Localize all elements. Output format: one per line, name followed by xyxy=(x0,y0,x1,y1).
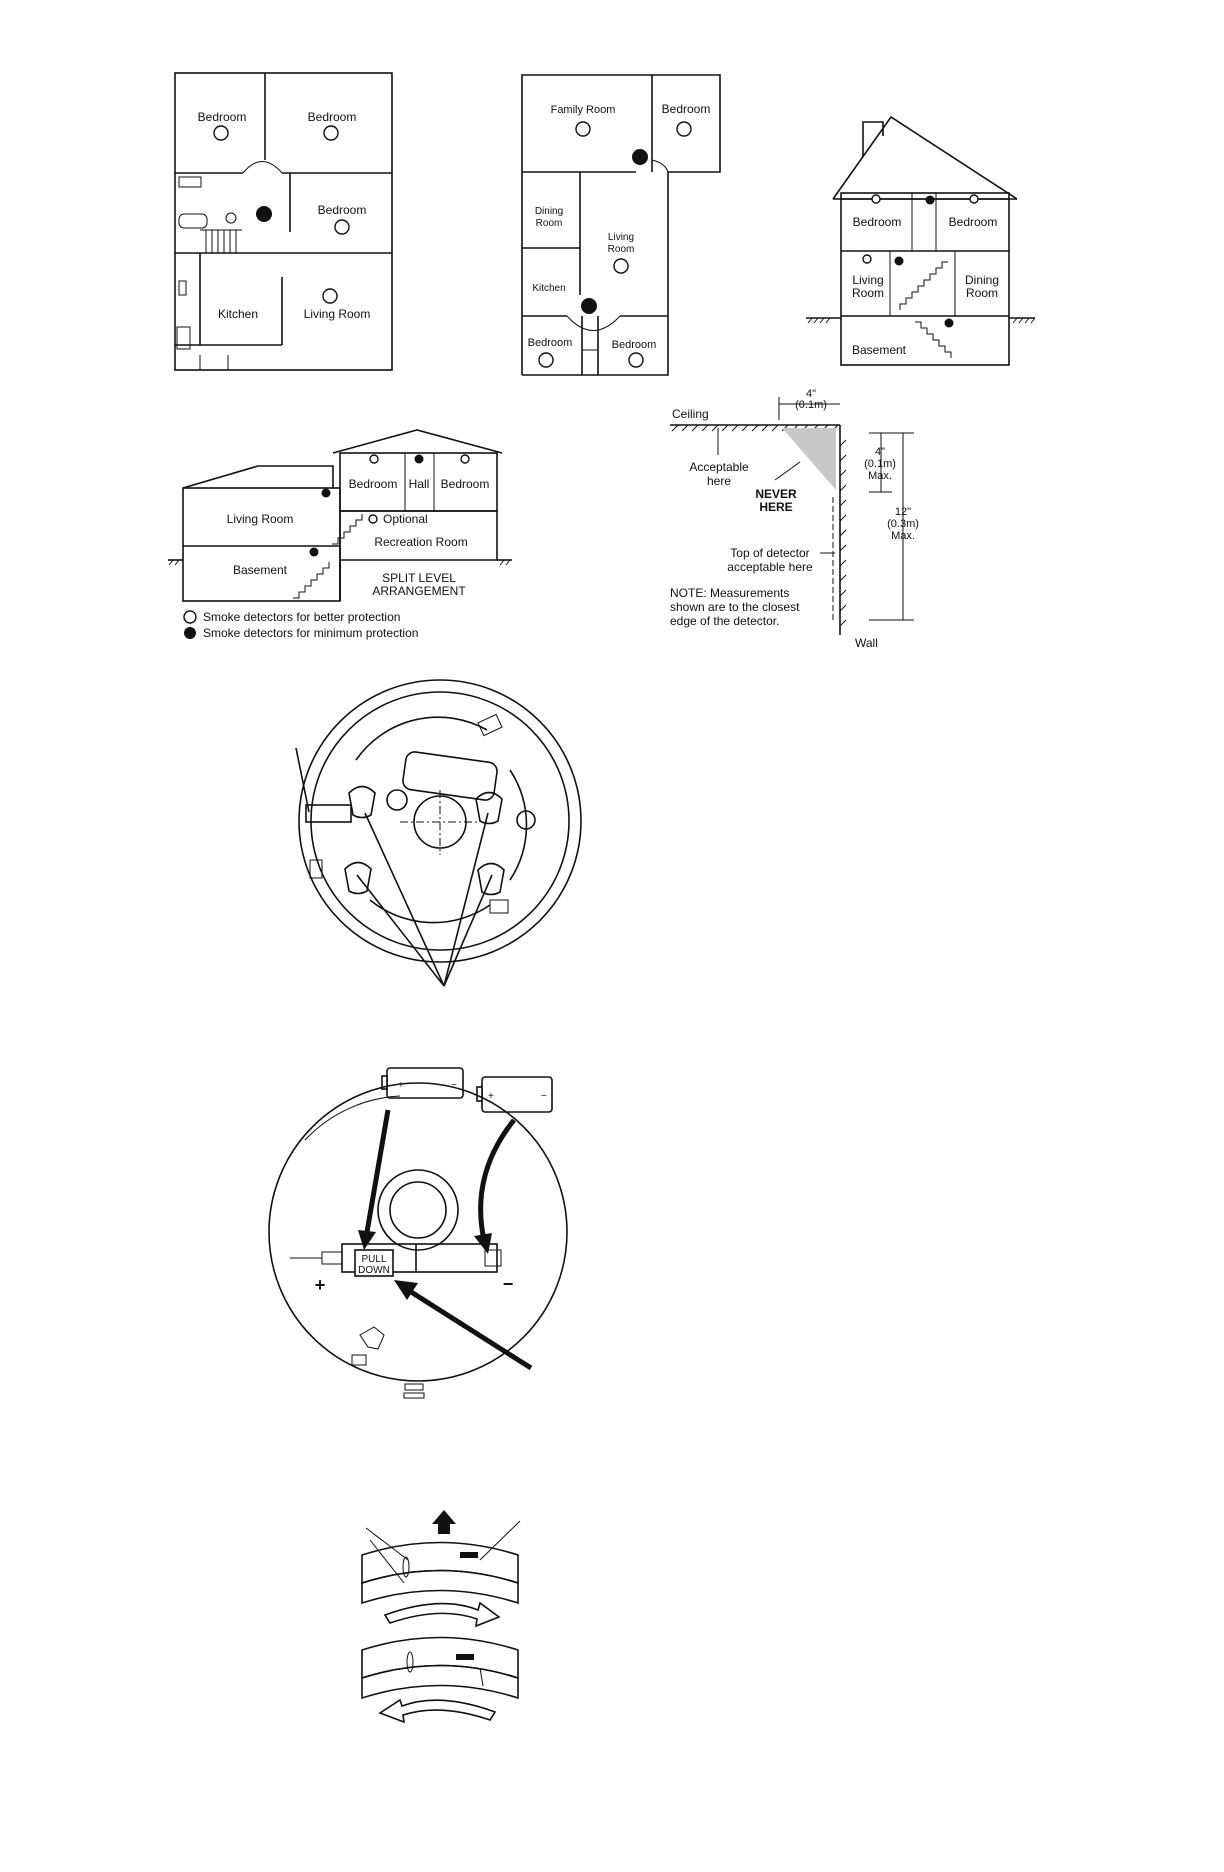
floor-plan-one-story: Bedroom Bedroom Bedroom Kitchen Living R… xyxy=(174,72,393,371)
placement-acceptable-line2: here xyxy=(707,474,731,488)
plan2-kitchen-label: Kitchen xyxy=(532,283,565,294)
split-hall-label: Hall xyxy=(409,477,430,491)
svg-text:−: − xyxy=(541,1091,547,1102)
plan1-living-room-label: Living Room xyxy=(304,307,371,321)
better-protection-detector-icon xyxy=(538,352,554,368)
better-protection-detector-icon xyxy=(862,254,872,264)
placement-never-line1: NEVER xyxy=(755,487,797,501)
better-protection-detector-icon xyxy=(676,121,692,137)
up-arrow-icon xyxy=(432,1510,456,1534)
house-living-line2: Room xyxy=(852,286,884,300)
placement-note-line1: NOTE: Measurements xyxy=(670,586,789,600)
minimum-protection-detector-icon xyxy=(632,149,648,165)
split-level-diagram: Bedroom Hall Bedroom Living Room Optiona… xyxy=(168,429,512,640)
never-here-zone xyxy=(782,428,836,490)
battery-minus-label: − xyxy=(503,1274,514,1294)
legend-better-label: Smoke detectors for better protection xyxy=(203,610,400,624)
placement-dim-top-line1: 4" xyxy=(806,388,816,400)
better-protection-detector-icon xyxy=(871,194,881,204)
placement-wall-label: Wall xyxy=(855,636,878,650)
rotate-counterclockwise-arrow-icon xyxy=(378,1698,497,1724)
placement-never-line2: HERE xyxy=(759,500,792,514)
house-bedroom-l-label: Bedroom xyxy=(853,215,902,229)
minimum-protection-detector-icon xyxy=(414,454,424,464)
pull-down-line2: DOWN xyxy=(358,1265,390,1276)
house-dining-line1: Dining xyxy=(965,273,999,287)
house-basement-label: Basement xyxy=(852,343,907,357)
split-living-room-label: Living Room xyxy=(227,512,294,526)
twist-lock-illustration xyxy=(361,1510,521,1724)
plan2-dining-line2: Room xyxy=(536,218,563,229)
plan2-bedroom-bl-label: Bedroom xyxy=(528,337,573,349)
placement-dim-side-line1: 4" xyxy=(875,446,885,458)
minimum-protection-detector-icon xyxy=(256,206,272,222)
placement-dim-12-line1: 12" xyxy=(895,506,911,518)
minimum-protection-detector-icon xyxy=(894,256,904,266)
split-recreation-room-label: Recreation Room xyxy=(374,535,467,549)
better-protection-detector-icon xyxy=(575,121,591,137)
svg-text:−: − xyxy=(451,1080,457,1091)
plan2-living-line2: Room xyxy=(608,244,635,255)
split-bedroom-r-label: Bedroom xyxy=(441,477,490,491)
split-basement-label: Basement xyxy=(233,563,288,577)
rotate-clockwise-arrow-icon xyxy=(383,1601,501,1628)
placement-dim-12-line3: Max. xyxy=(891,530,915,542)
house-living-line1: Living xyxy=(852,273,883,287)
placement-top-detector-line2: acceptable here xyxy=(727,560,813,574)
split-title-line1: SPLIT LEVEL xyxy=(382,571,456,585)
better-protection-detector-icon xyxy=(369,454,379,464)
battery-plus-label: + xyxy=(315,1275,326,1295)
better-protection-detector-icon xyxy=(628,352,644,368)
placement-dim-top-line2: (0.1m) xyxy=(795,399,827,411)
split-optional-label: Optional xyxy=(383,512,428,526)
plan2-dining-line1: Dining xyxy=(535,206,563,217)
better-protection-detector-icon xyxy=(334,219,350,235)
placement-dim-side-line2: (0.1m) xyxy=(864,458,896,470)
plan2-bedroom-top-label: Bedroom xyxy=(662,102,711,116)
plan1-bedroom-c-label: Bedroom xyxy=(318,203,367,217)
split-title-line2: ARRANGEMENT xyxy=(372,584,466,598)
placement-top-detector-line1: Top of detector xyxy=(730,546,809,560)
placement-dim-12-line2: (0.3m) xyxy=(887,518,919,530)
legend-filled-circle-icon xyxy=(184,627,196,639)
svg-text:+: + xyxy=(488,1091,494,1102)
battery-installation-illustration: + − + − PULL DOWN + − xyxy=(268,1067,568,1399)
plan2-family-room-label: Family Room xyxy=(551,104,616,116)
better-protection-detector-icon xyxy=(323,125,339,141)
house-bedroom-r-label: Bedroom xyxy=(949,215,998,229)
optional-detector-icon xyxy=(368,514,378,524)
better-protection-detector-icon xyxy=(322,288,338,304)
minimum-protection-detector-icon xyxy=(581,298,597,314)
plan1-kitchen-label: Kitchen xyxy=(218,307,258,321)
mounting-plate-illustration xyxy=(295,679,582,987)
better-protection-detector-icon xyxy=(969,194,979,204)
plan2-living-line1: Living xyxy=(608,232,634,243)
minimum-protection-detector-icon xyxy=(944,318,954,328)
legend-open-circle-icon xyxy=(183,610,197,624)
placement-note-line3: edge of the detector. xyxy=(670,614,779,628)
house-dining-line2: Room xyxy=(966,286,998,300)
minimum-protection-detector-icon xyxy=(925,195,935,205)
better-protection-detector-icon xyxy=(213,125,229,141)
better-protection-detector-icon xyxy=(613,258,629,274)
floor-plan-two: Family Room Bedroom Dining Room Living R… xyxy=(521,74,721,376)
legend-minimum-label: Smoke detectors for minimum protection xyxy=(203,626,418,640)
plan1-bedroom-a-label: Bedroom xyxy=(198,110,247,124)
placement-note-line2: shown are to the closest xyxy=(670,600,800,614)
svg-text:+: + xyxy=(398,1080,404,1091)
placement-acceptable-line1: Acceptable xyxy=(689,460,749,474)
placement-ceiling-label: Ceiling xyxy=(672,407,709,421)
ceiling-wall-placement-diagram: Ceiling 4" (0.1m) 4" (0.1m) Max. 12" (0.… xyxy=(670,388,919,650)
plan1-bedroom-b-label: Bedroom xyxy=(308,110,357,124)
plan2-bedroom-br-label: Bedroom xyxy=(612,339,657,351)
pull-down-line1: PULL xyxy=(361,1254,386,1265)
minimum-protection-detector-icon xyxy=(321,488,331,498)
placement-dim-side-line3: Max. xyxy=(868,470,892,482)
better-protection-detector-icon xyxy=(460,454,470,464)
house-elevation-diagram: Bedroom Bedroom Living Room Dining Room … xyxy=(806,115,1036,366)
minimum-protection-detector-icon xyxy=(309,547,319,557)
split-bedroom-l-label: Bedroom xyxy=(349,477,398,491)
